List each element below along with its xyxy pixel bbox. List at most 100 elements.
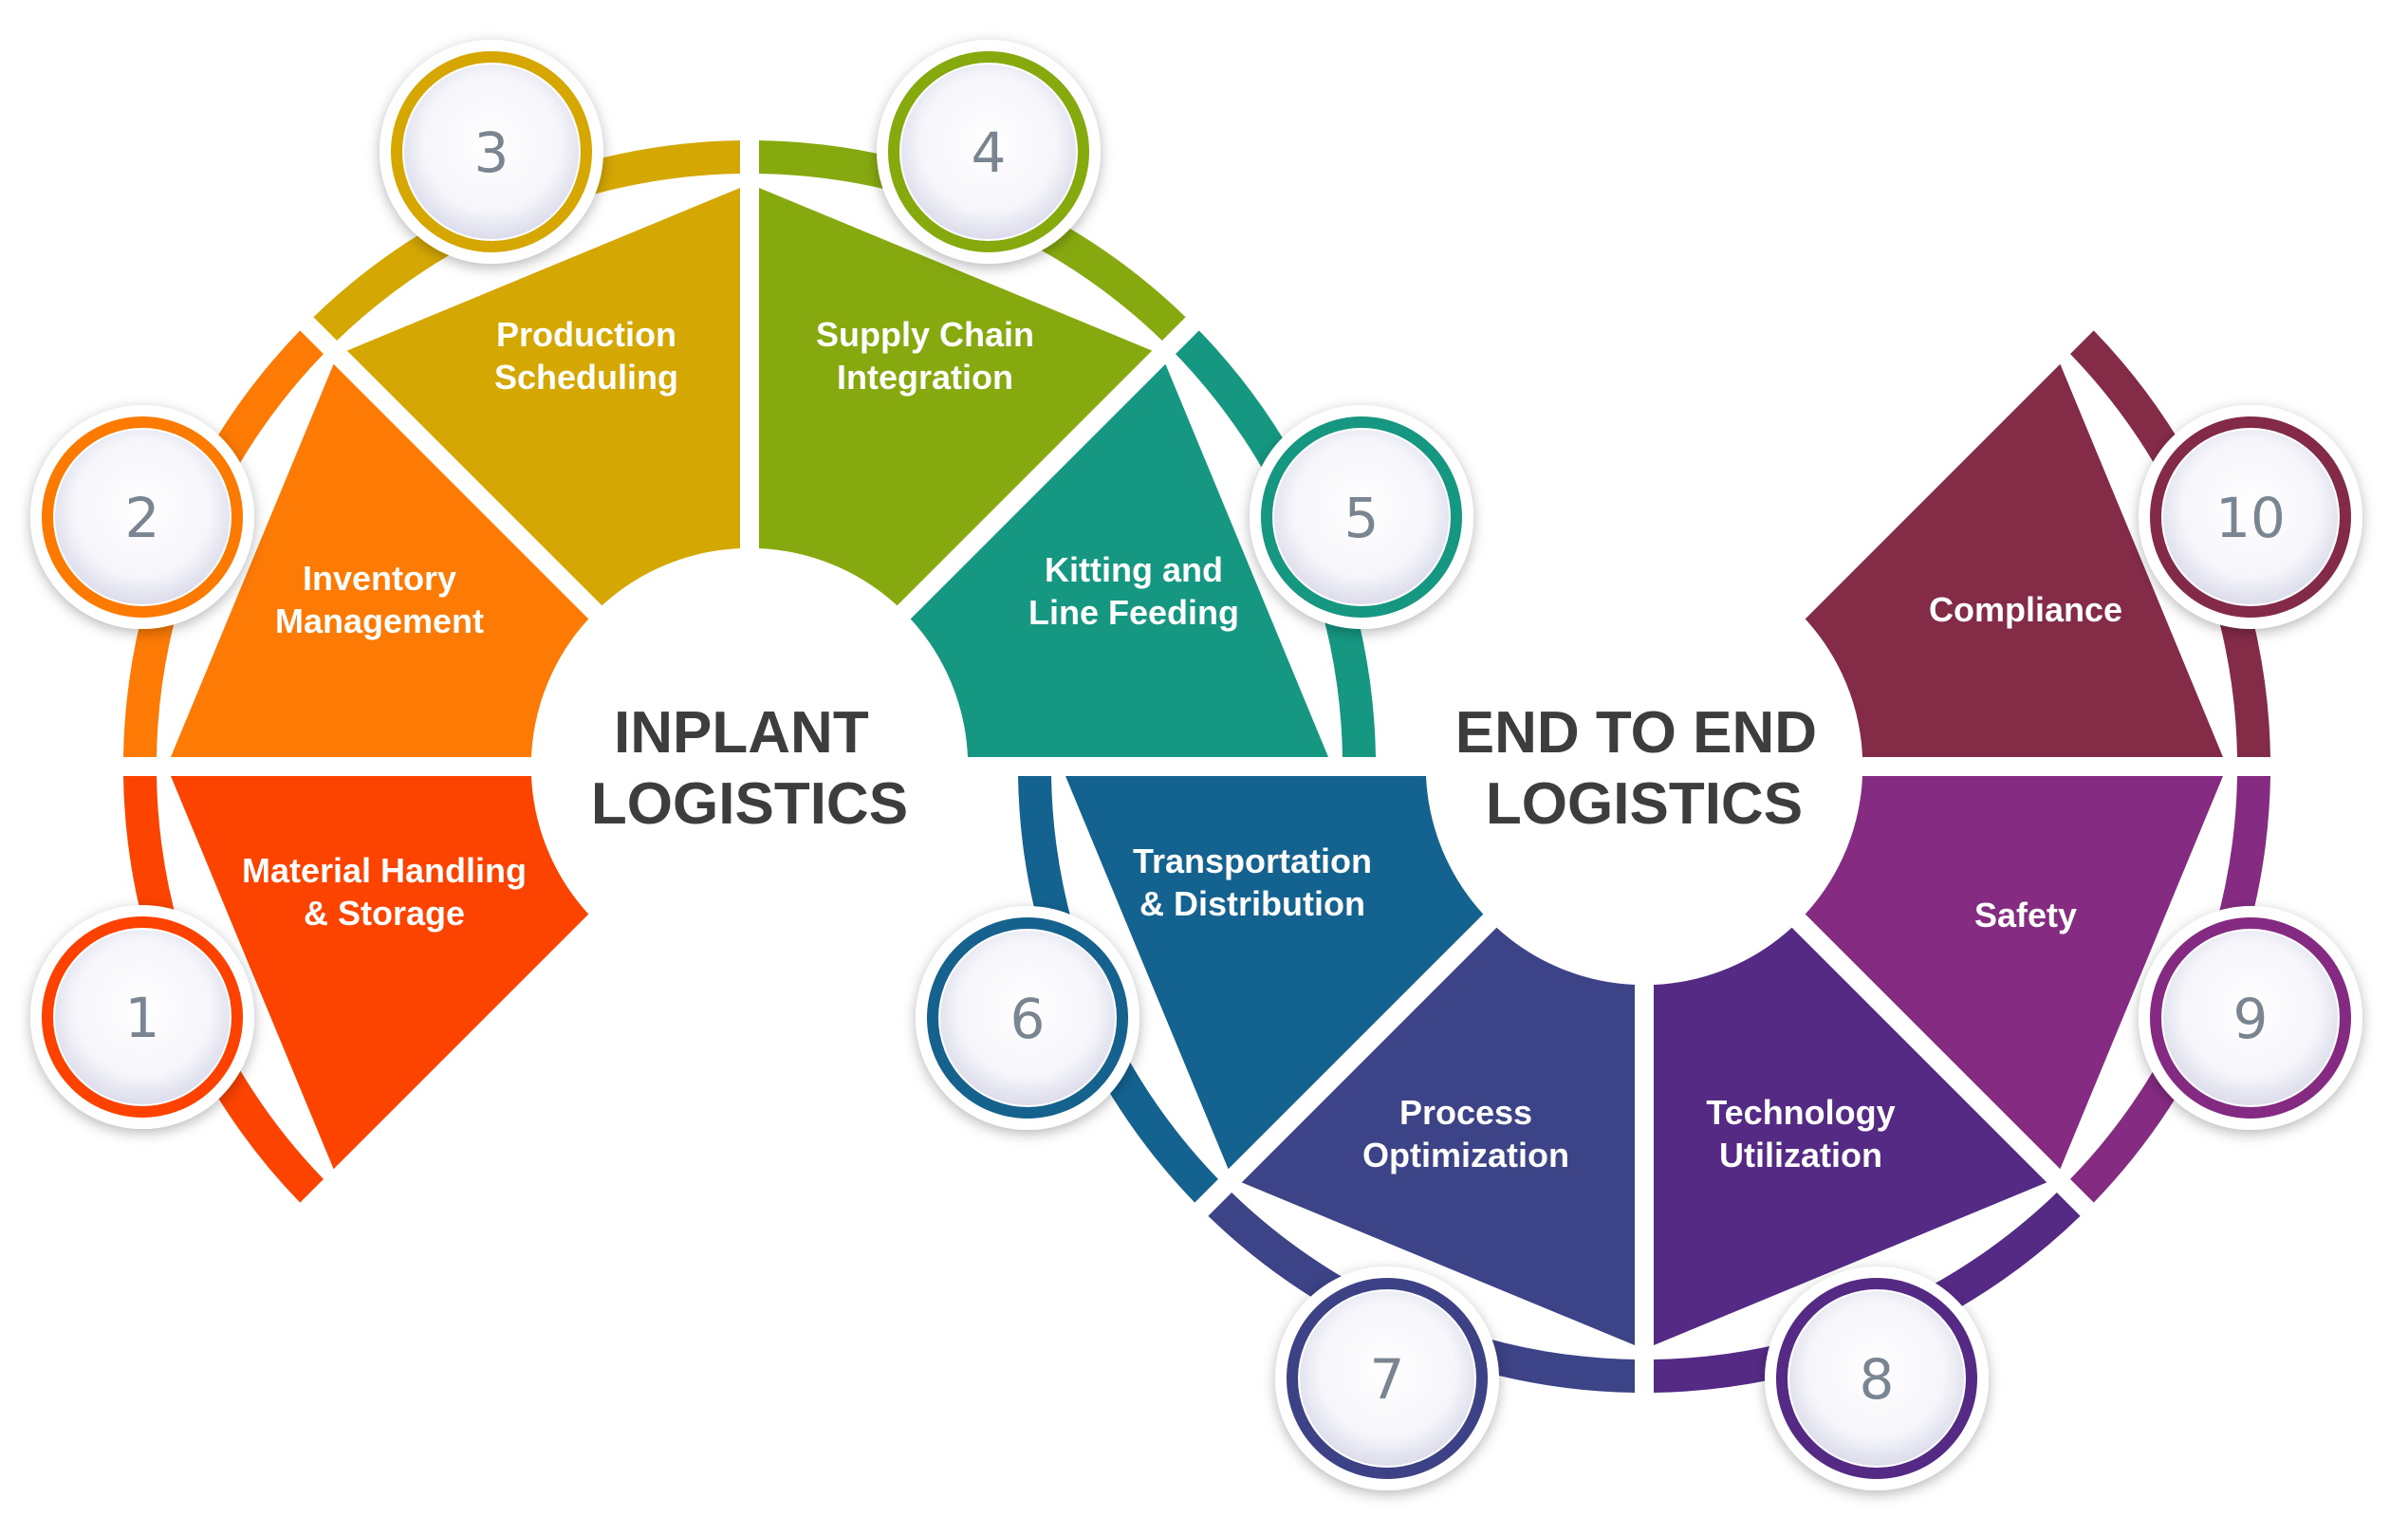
number-badge-4 [877, 40, 1101, 264]
segment-label-line: Compliance [1929, 590, 2122, 629]
badge-ring [1287, 1278, 1488, 1479]
segment-label-line: Kitting and [1045, 550, 1223, 589]
segment-ring [1176, 330, 1376, 757]
number-badge-5 [1250, 405, 1473, 629]
hub-title-line: INPLANT [614, 700, 869, 766]
badge-number: 1 [125, 986, 160, 1050]
badge-ring [927, 917, 1128, 1119]
badge-number: 9 [2233, 987, 2269, 1051]
segment-4 [759, 140, 1186, 606]
hub-title-line: END TO END [1455, 700, 1817, 766]
badges-layer: 1 2 3 4 5 6 7 8 9 10 [30, 40, 2362, 1490]
number-badge-9 [2139, 906, 2362, 1130]
segment-label-line: Integration [837, 358, 1013, 397]
segment-label-10: Compliance [1929, 590, 2122, 629]
badge-inner [55, 430, 230, 604]
badge-inner [1789, 1291, 1964, 1466]
badge-inner [1274, 430, 1449, 604]
segment-wedge [1065, 776, 1484, 1170]
segment-label-line: Scheduling [494, 358, 678, 397]
segment-wedge [1805, 363, 2223, 757]
segment-2 [123, 330, 589, 757]
badge-number: 8 [1860, 1347, 1895, 1412]
segment-3 [313, 140, 740, 606]
hub-title-line: LOGISTICS [591, 771, 908, 837]
number-badge-6 [916, 906, 1139, 1130]
segment-label-9: Safety [1974, 896, 2077, 934]
number-badge-2 [30, 405, 254, 629]
segment-label-line: Transportation [1133, 841, 1372, 880]
number-badge-8 [1765, 1267, 1989, 1490]
badge-number: 4 [972, 120, 1007, 185]
badge-ring [2150, 917, 2351, 1119]
badge-ring [1261, 416, 1462, 618]
badge-inner [2163, 931, 2338, 1105]
badge-number: 10 [2215, 486, 2286, 550]
segment-wedge [910, 363, 1328, 757]
segment-label-6: Transportation& Distribution [1133, 841, 1372, 923]
badge-inner [55, 930, 230, 1104]
badge-inner [940, 931, 1115, 1105]
badge-ring [42, 416, 243, 618]
number-badge-3 [380, 40, 603, 264]
segment-7 [1208, 927, 1635, 1393]
segment-label-line: Line Feeding [1028, 593, 1239, 632]
segment-ring [1208, 1193, 1635, 1393]
hub-title-end-to-end: END TO END LOGISTICS [1455, 700, 1833, 837]
segment-wedge [346, 188, 740, 606]
badge-inner [2163, 430, 2338, 604]
badge-ring [42, 916, 243, 1118]
badge-number: 2 [125, 486, 160, 550]
badge-ring [1776, 1278, 1977, 1479]
segment-ring [123, 330, 324, 757]
hub-title-line: LOGISTICS [1486, 771, 1803, 837]
segment-label-line: Material Handling [242, 851, 527, 890]
segment-ring [2070, 330, 2270, 757]
segment-label-line: Management [275, 601, 484, 640]
segment-wedge [1654, 927, 2047, 1345]
segment-ring [2070, 776, 2270, 1203]
segment-label-line: Technology [1706, 1093, 1895, 1132]
segment-ring [313, 140, 740, 341]
segment-wedge [171, 776, 589, 1170]
segments-layer [123, 140, 2270, 1393]
segment-label-1: Material Handling & Storage [242, 851, 527, 933]
badge-ring [391, 51, 592, 252]
badge-number: 7 [1370, 1347, 1405, 1412]
segment-ring [123, 776, 324, 1203]
segment-label-line: Utilization [1719, 1136, 1882, 1174]
segment-label-line: Supply Chain [816, 315, 1034, 354]
badge-number: 6 [1010, 987, 1046, 1051]
segment-label-line: & Storage [304, 894, 465, 933]
segment-label-line: Production [496, 315, 676, 354]
segment-label-line: Safety [1974, 896, 2077, 934]
segment-label-line: Optimization [1362, 1136, 1569, 1174]
segment-8 [1654, 927, 2081, 1393]
segment-wedge [1805, 776, 2223, 1170]
badge-inner [901, 65, 1076, 239]
segment-6 [1018, 776, 1484, 1203]
badge-ring [2150, 416, 2351, 618]
segment-9 [1805, 776, 2270, 1203]
badge-number: 3 [474, 120, 509, 185]
segment-ring [1654, 1193, 2081, 1393]
segment-1 [123, 776, 589, 1203]
number-badge-1 [30, 905, 254, 1129]
segment-wedge [1241, 927, 1635, 1345]
segment-5 [910, 330, 1376, 757]
segment-ring [759, 140, 1186, 341]
badge-number: 5 [1344, 486, 1380, 550]
segment-wedge [759, 188, 1153, 606]
number-badge-7 [1275, 1267, 1499, 1490]
segment-label-line: Process [1399, 1093, 1532, 1132]
segment-10 [1805, 330, 2270, 757]
badge-ring [888, 51, 1089, 252]
segment-wedge [171, 363, 589, 757]
